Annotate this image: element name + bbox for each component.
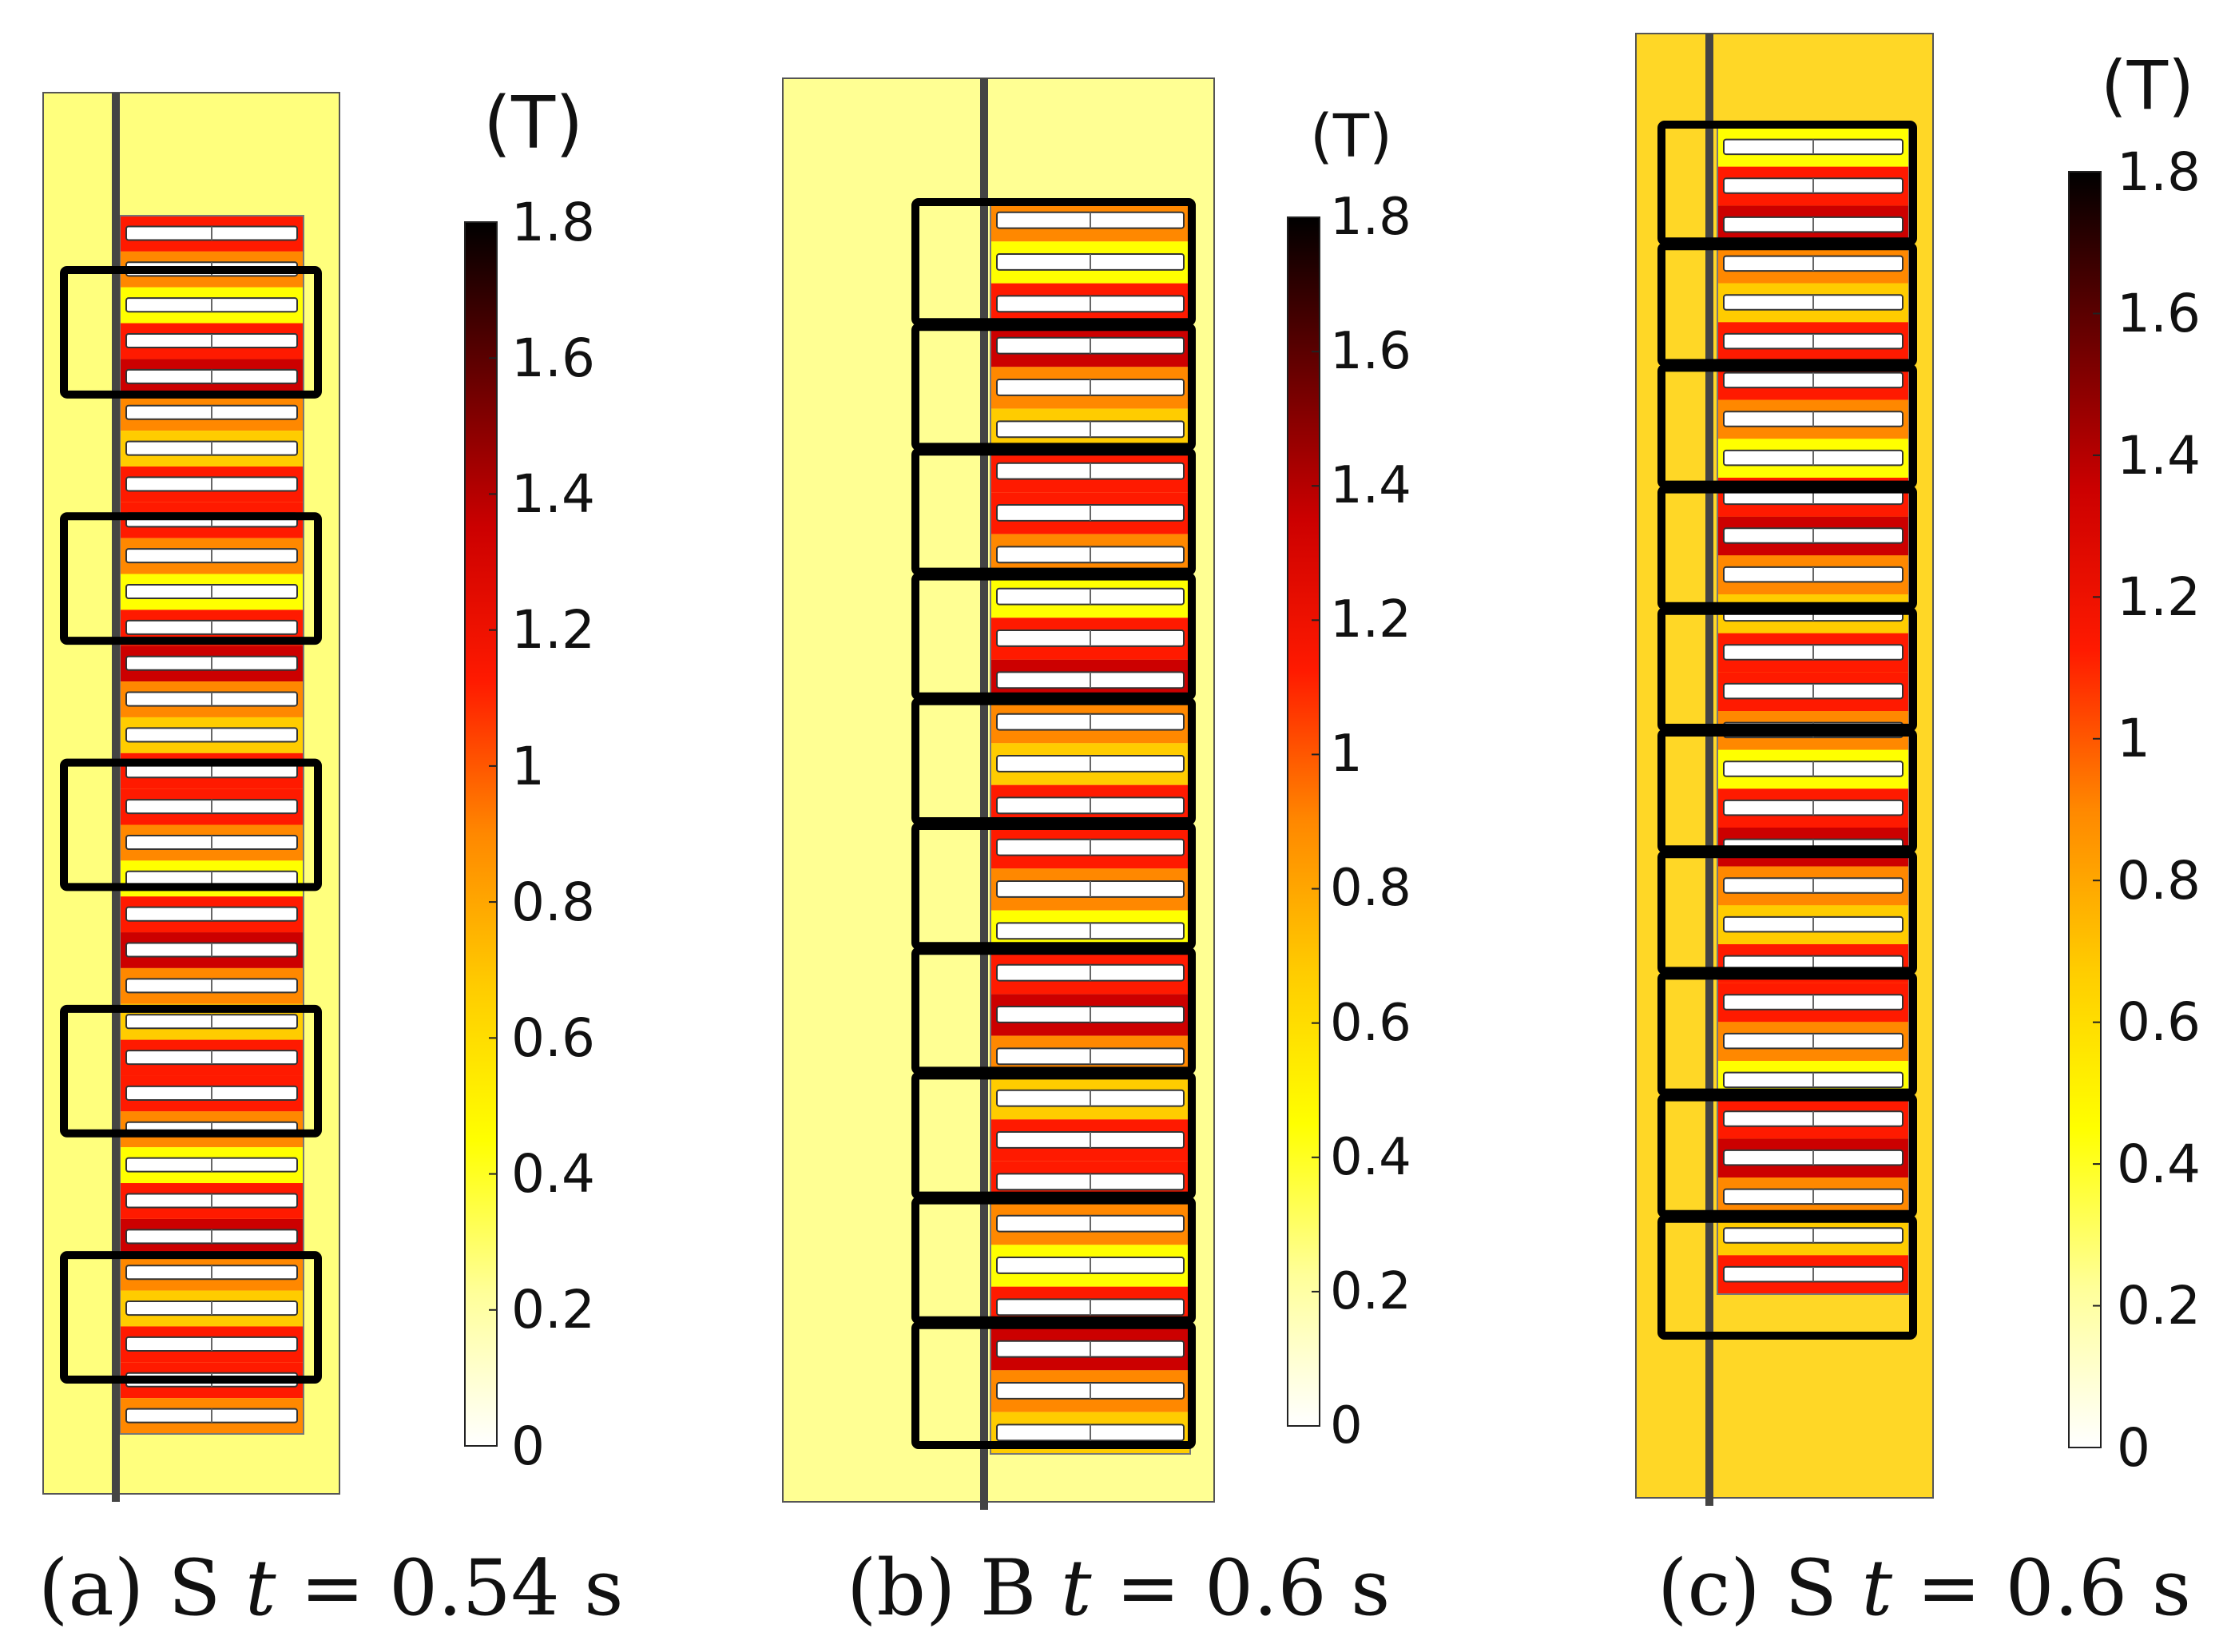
panel-c-colorbar-tick-label: 0.4 bbox=[2117, 1133, 2201, 1195]
panel-a-colorbar-tick-label: 1 bbox=[511, 735, 545, 797]
panel-a-caption-prefix: (a) S bbox=[38, 1543, 245, 1633]
panel-a-caption: (a) S t = 0.54 s bbox=[38, 1550, 624, 1626]
panel-a-pole-box bbox=[60, 266, 322, 399]
panel-a-colorbar-tick-label: 0.6 bbox=[511, 1007, 595, 1070]
panel-c-pole-box bbox=[1657, 1093, 1917, 1218]
panel-b-colorbar-tick-label: 0.4 bbox=[1330, 1127, 1411, 1187]
panel-c-field-map bbox=[1635, 33, 2102, 1506]
panel-b-caption-var: t bbox=[1060, 1543, 1092, 1633]
panel-b-field-map bbox=[782, 77, 1320, 1510]
panel-a-colorbar-tick-label: 1.6 bbox=[511, 327, 595, 389]
panel-b-pole-box bbox=[911, 323, 1196, 451]
panel-b-colorbar-tick-label: 0 bbox=[1330, 1396, 1363, 1455]
panel-c-caption-var: t bbox=[1861, 1543, 1893, 1633]
panel-c-colorbar-tick-label: 1.6 bbox=[2117, 283, 2201, 345]
panel-c-caption-prefix: (c) S bbox=[1657, 1543, 1862, 1633]
panel-b-caption: (b) B t = 0.6 s bbox=[847, 1550, 1390, 1626]
panel-a-pole-box bbox=[60, 758, 322, 892]
panel-c-pole-box bbox=[1657, 606, 1917, 732]
panel-c-caption-rest: = 0.6 s bbox=[1892, 1543, 2191, 1633]
panel-c-pole-box bbox=[1657, 1214, 1917, 1340]
panel-a-colorbar-tick-label: 0.2 bbox=[511, 1279, 595, 1341]
panel-b-colorbar-unit: (T) bbox=[1310, 102, 1392, 171]
panel-b-pole-box bbox=[911, 1320, 1196, 1450]
panel-c-colorbar-tick-label: 1.8 bbox=[2117, 141, 2201, 203]
panel-b-colorbar-tick-label: 1 bbox=[1330, 725, 1363, 784]
panel-a-caption-rest: = 0.54 s bbox=[276, 1543, 624, 1633]
panel-a-colorbar-tick-label: 0.4 bbox=[511, 1143, 595, 1205]
panel-c-colorbar-tick-label: 0.8 bbox=[2117, 849, 2201, 911]
panel-c-colorbar-tick-label: 0.6 bbox=[2117, 991, 2201, 1054]
panel-a-pole-box bbox=[60, 1004, 322, 1138]
panel-a-colorbar-tick-label: 1.4 bbox=[511, 463, 595, 526]
panel-b-pole-box bbox=[911, 447, 1196, 576]
panel-b-colorbar-tick-label: 1.6 bbox=[1330, 321, 1411, 381]
panel-b-colorbar-tick-label: 1.8 bbox=[1330, 187, 1411, 247]
panel-c-pole-box bbox=[1657, 485, 1917, 610]
panel-b-pole-box bbox=[911, 697, 1196, 825]
panel-b-caption-prefix: (b) B bbox=[847, 1543, 1061, 1633]
panel-b-colorbar-tick-label: 0.8 bbox=[1330, 859, 1411, 919]
panel-b-pole-box bbox=[911, 1196, 1196, 1324]
panel-a-colorbar-tick-label: 0.8 bbox=[511, 871, 595, 933]
panel-b-colorbar-tick-label: 1.4 bbox=[1330, 456, 1411, 516]
panel-b-domain-outline bbox=[782, 77, 1215, 1503]
panel-b-pole-box bbox=[911, 822, 1196, 951]
panel-c-domain-outline bbox=[1635, 33, 1934, 1499]
panel-b-pole-box bbox=[911, 947, 1196, 1075]
panel-a-colorbar-tick-label: 0 bbox=[511, 1415, 545, 1477]
panel-b-colorbar-tick-label: 1.2 bbox=[1330, 590, 1411, 650]
panel-c-pole-box bbox=[1657, 363, 1917, 489]
panel-a-pole-box bbox=[60, 1251, 322, 1384]
panel-c-pole-box bbox=[1657, 729, 1917, 854]
panel-a-colorbar-tick-label: 1.2 bbox=[511, 599, 595, 661]
panel-c-pole-box bbox=[1657, 971, 1917, 1097]
panel-b-pole-box bbox=[911, 1071, 1196, 1200]
panel-a-domain-outline bbox=[42, 92, 340, 1495]
panel-c-pole-box bbox=[1657, 121, 1917, 246]
panel-b-colorbar bbox=[1287, 216, 1320, 1427]
panel-c-colorbar-tick-label: 1.4 bbox=[2117, 424, 2201, 486]
panel-c-pole-box bbox=[1657, 850, 1917, 975]
panel-c-pole-box bbox=[1657, 242, 1917, 367]
panel-b-pole-box bbox=[911, 198, 1196, 327]
panel-c-caption: (c) S t = 0.6 s bbox=[1657, 1550, 2191, 1626]
panel-c-colorbar-tick-label: 0 bbox=[2117, 1416, 2150, 1479]
panel-a-colorbar-unit: (T) bbox=[483, 81, 584, 165]
panel-c-colorbar bbox=[2068, 171, 2102, 1448]
panel-c-colorbar-unit: (T) bbox=[2101, 46, 2194, 125]
panel-a-pole-box bbox=[60, 512, 322, 645]
panel-b-caption-rest: = 0.6 s bbox=[1091, 1543, 1391, 1633]
panel-c-colorbar-tick-label: 0.2 bbox=[2117, 1275, 2201, 1337]
panel-a-field-map bbox=[42, 92, 498, 1502]
panel-a-colorbar bbox=[464, 221, 498, 1447]
panel-b-colorbar-tick-label: 0.6 bbox=[1330, 993, 1411, 1053]
panel-c-colorbar-tick-label: 1 bbox=[2117, 708, 2150, 770]
panel-b-pole-box bbox=[911, 572, 1196, 701]
panel-b-colorbar-tick-label: 0.2 bbox=[1330, 1261, 1411, 1321]
panel-a-colorbar-tick-label: 1.8 bbox=[511, 191, 595, 253]
panel-a-caption-var: t bbox=[244, 1543, 276, 1633]
panel-c-colorbar-tick-label: 1.2 bbox=[2117, 566, 2201, 629]
